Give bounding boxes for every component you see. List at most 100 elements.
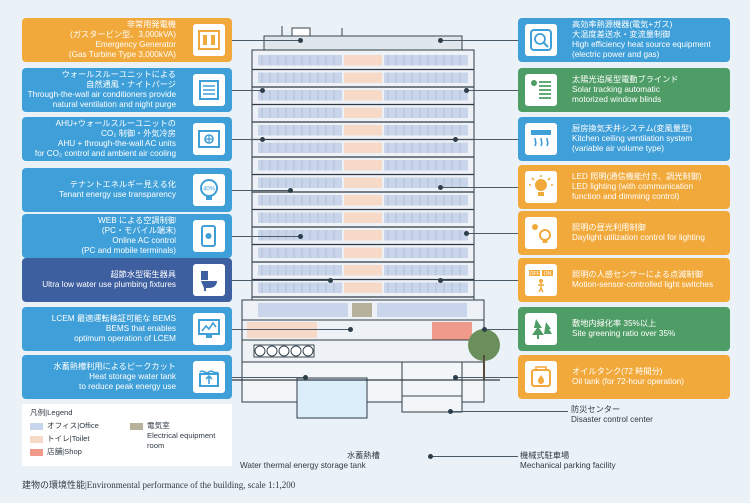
feature-card-line: High efficiency heat source equipment xyxy=(572,40,711,49)
office-floor xyxy=(384,282,468,293)
feature-card-line: 敷地内緑化率 35%以上 xyxy=(572,319,657,328)
svg-text:40%: 40% xyxy=(203,187,216,193)
heat-storage-icon xyxy=(193,361,225,393)
svg-text:ON: ON xyxy=(544,271,552,277)
feature-card-line: (Gas Turbine Type 3,000kVA) xyxy=(68,50,176,59)
shop-floor xyxy=(247,322,317,338)
feature-card-line: 水蓄熱槽利用によるピークカット xyxy=(53,362,176,371)
feature-card-line: Motion-sensor-controlled light switches xyxy=(572,280,714,289)
water-tank-label: 水蓄熱槽 Water thermal energy storage tank xyxy=(240,451,380,470)
feature-card-line: CO₂ 制御・外気冷房 xyxy=(100,129,176,138)
feature-card-line: Site greening ratio over 35% xyxy=(572,329,676,338)
led-bulb-icon xyxy=(525,171,557,203)
storage-tank xyxy=(254,345,266,357)
heat-source-icon xyxy=(525,24,557,56)
office-floor xyxy=(384,247,468,258)
leader-line xyxy=(232,236,300,237)
feature-card-line: for CO₂ control and ambient air cooling xyxy=(34,149,176,158)
leader-dot xyxy=(463,230,469,236)
rooftop xyxy=(263,35,463,51)
motion-sensor-icon: OFF ON xyxy=(525,264,557,296)
office-floor xyxy=(377,303,467,317)
core-toilet xyxy=(344,282,382,293)
office-floor xyxy=(258,265,342,276)
feature-card-line: 大温度差送水・変流量制御 xyxy=(572,30,671,39)
solar-blind-icon xyxy=(525,74,557,106)
web-control-icon xyxy=(193,220,225,252)
leader-line xyxy=(440,40,518,41)
feature-card-line: LCEM 最適運転検証可能な BEMS xyxy=(51,314,176,323)
storage-tank xyxy=(302,345,314,357)
feature-card-text: LED 照明(通信機能付き、調光制御)LED lighting (with co… xyxy=(572,172,730,202)
storage-tank xyxy=(278,345,290,357)
feature-card-text: 非常用発電機(ガスタービン型、3,000kVA)Emergency Genera… xyxy=(22,20,178,60)
feature-card-line: LED 照明(通信機能付き、調光制御) xyxy=(572,172,702,181)
office-floor xyxy=(258,303,348,317)
leader-line xyxy=(455,377,518,378)
core-toilet xyxy=(344,212,382,223)
oil-tank-icon xyxy=(525,361,557,393)
feature-card-line: (variable air volume type) xyxy=(572,144,664,153)
legend-swatch-shop xyxy=(30,448,43,456)
bems-monitor-icon xyxy=(193,313,225,345)
feature-card-line: 厨房換気天井システム(変風量型) xyxy=(572,124,692,133)
feature-card-led: LED 照明(通信機能付き、調光制御)LED lighting (with co… xyxy=(518,165,730,209)
feature-card-line: AHU + through-the-wall AC units xyxy=(57,139,176,148)
water-thermal-tank xyxy=(296,377,368,419)
core-toilet xyxy=(344,125,382,136)
parking-pit xyxy=(401,361,463,413)
feature-card-line: ウォールスルーユニットによる xyxy=(61,70,176,79)
feature-card-line: 超節水型衛生器具 xyxy=(110,270,176,279)
feature-card-line: Ultra low water use plumbing fixtures xyxy=(42,280,176,289)
feature-card-line: Oil tank (for 72-hour operation) xyxy=(572,377,684,386)
office-floor xyxy=(384,107,468,118)
feature-card-line: function and dimming control) xyxy=(572,192,680,201)
office-floor xyxy=(258,195,342,206)
office-floor xyxy=(384,177,468,188)
leader-dot xyxy=(437,37,443,43)
leader-line xyxy=(232,190,290,191)
electrical-room xyxy=(352,303,372,317)
office-floor xyxy=(258,125,342,136)
office-floor xyxy=(258,107,342,118)
energy-display-icon: 40% xyxy=(193,174,225,206)
feature-card-kitchen-vent: 厨房換気天井システム(変風量型)Kitchen ceiling ventilat… xyxy=(518,117,730,161)
feature-card-web-ac: WEB による空調制御(PC・モバイル端末)Online AC control(… xyxy=(22,214,232,258)
feature-card-text: WEB による空調制御(PC・モバイル端末)Online AC control(… xyxy=(22,216,178,256)
feature-card-line: (PC and mobile terminals) xyxy=(81,246,176,255)
feature-card-line: LED lighting (with communication xyxy=(572,182,694,191)
feature-card-line: (ガスタービン型、3,000kVA) xyxy=(70,30,176,39)
leader-line xyxy=(440,187,518,188)
leader-line xyxy=(466,233,518,234)
leader-dot xyxy=(259,136,265,142)
core-toilet xyxy=(344,72,382,83)
daylight-icon xyxy=(525,217,557,249)
feature-card-line: Solar tracking automatic xyxy=(572,85,660,94)
svg-text:OFF: OFF xyxy=(530,271,540,277)
office-floor xyxy=(258,212,342,223)
feature-card-line: (electric power and gas) xyxy=(572,50,660,59)
parking-label: 機械式駐車場 Mechanical parking facility xyxy=(520,451,616,470)
feature-card-line: 高効率熱源機器(電気+ガス) xyxy=(572,20,673,29)
feature-card-line: Through-the-wall air conditioners provid… xyxy=(27,90,176,99)
feature-card-line: Emergency Generator xyxy=(95,40,176,49)
legend-swatch-office xyxy=(30,422,43,430)
core-toilet xyxy=(344,55,382,66)
core-toilet xyxy=(344,247,382,258)
feature-card-line: 照明の人感センサーによる点滅制御 xyxy=(572,270,703,279)
feature-card-line: Online AC control xyxy=(112,236,176,245)
figure-caption: 建物の環境性能|Environmental performance of the… xyxy=(22,480,296,490)
legend: 凡例|Legend オフィス|Office トイレ|Toilet 店舗|Shop… xyxy=(22,404,232,466)
